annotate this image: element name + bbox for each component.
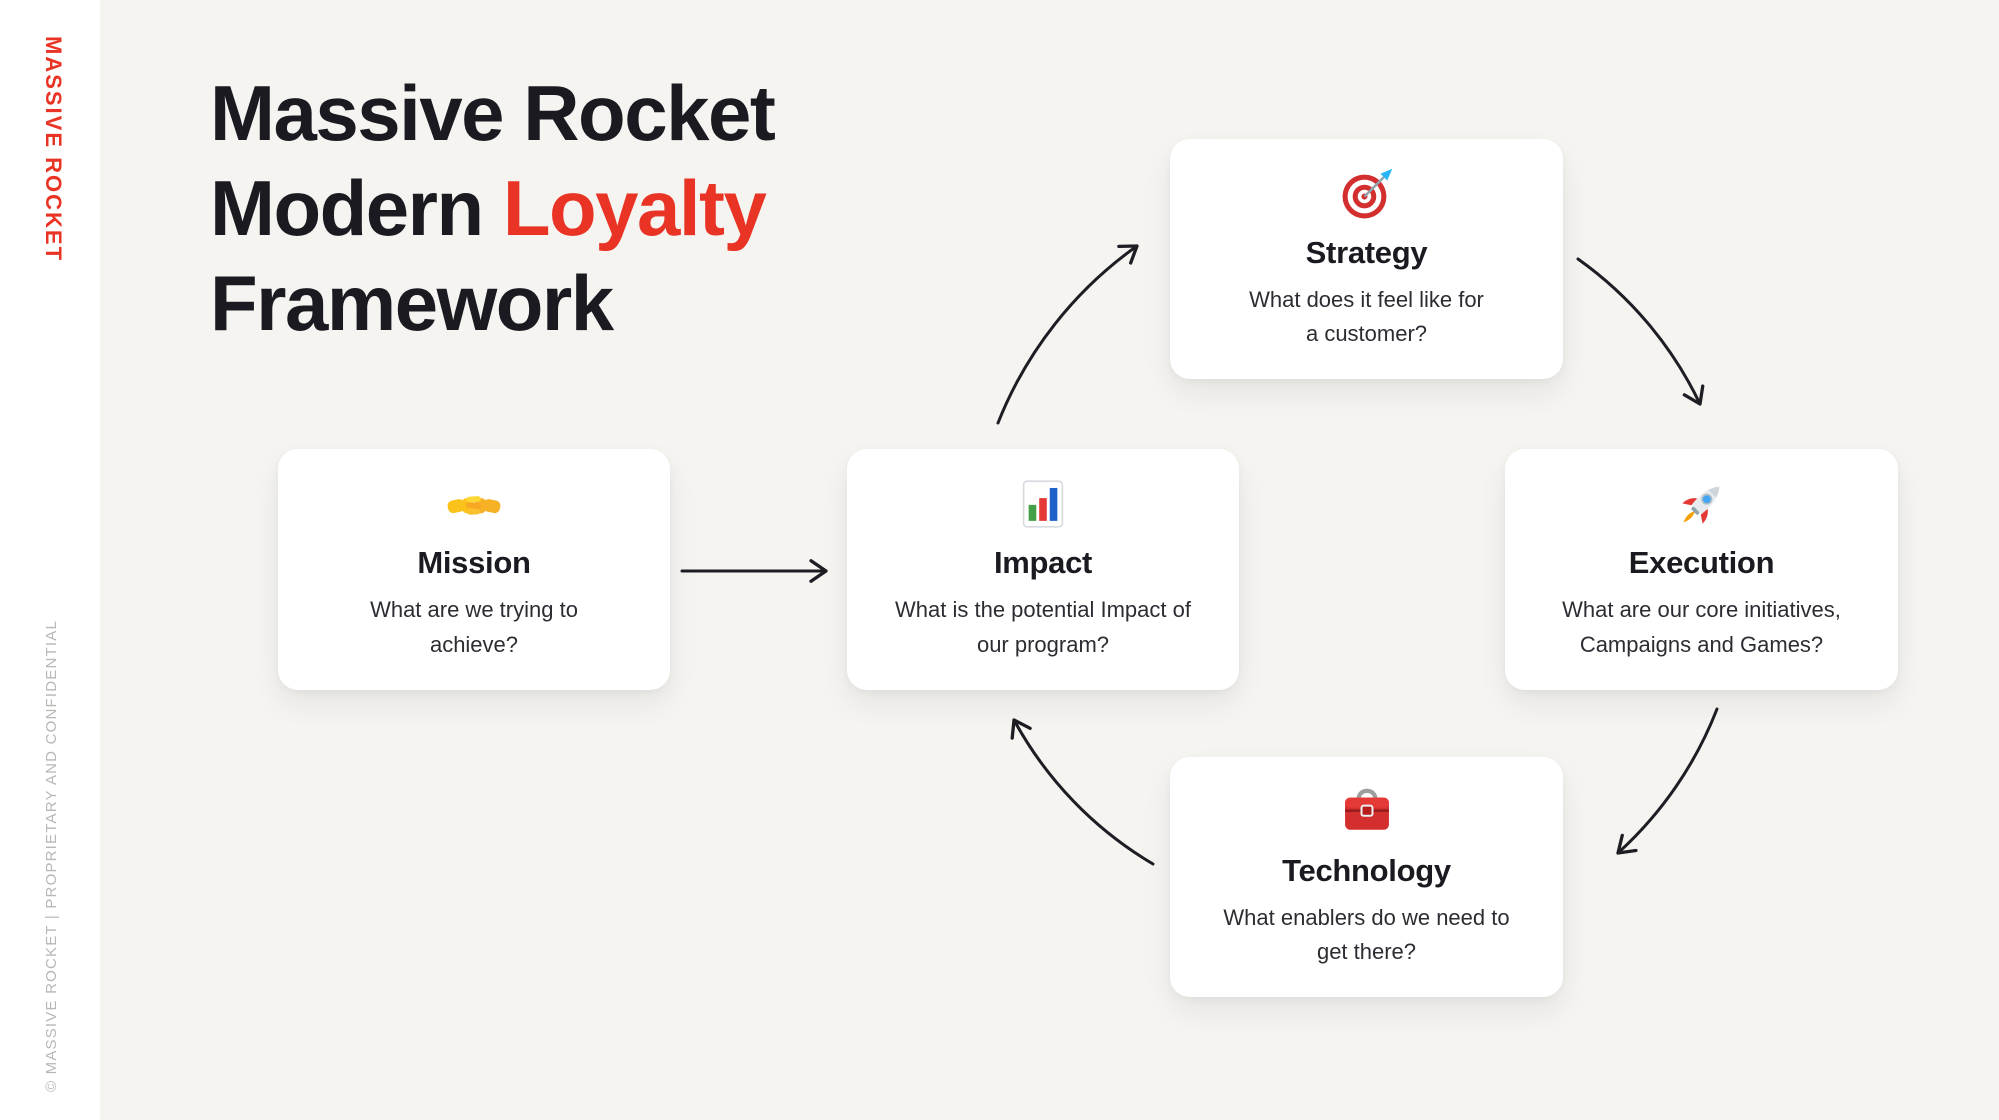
- card-impact: Impact What is the potential Impact of o…: [847, 449, 1239, 690]
- bar-chart-icon: [1016, 477, 1070, 531]
- page-title: Massive Rocket Modern Loyalty Framework: [210, 66, 776, 351]
- card-execution-description: What are our core initiatives, Campaigns…: [1562, 597, 1841, 657]
- card-strategy-description: What does it feel like for a customer?: [1249, 286, 1484, 346]
- arrow-impact-to-strategy: [996, 244, 1139, 425]
- left-sidebar: MASSIVE ROCKET © MASSIVE ROCKET | PROPRI…: [0, 0, 100, 1120]
- title-line2-highlight: Loyalty: [502, 164, 767, 253]
- card-mission-title: Mission: [417, 545, 531, 581]
- card-technology-description: What enablers do we need to get there?: [1223, 904, 1510, 964]
- toolbox-icon: [1340, 785, 1394, 839]
- card-execution: Execution What are our core initiatives,…: [1505, 449, 1898, 690]
- target-icon: [1340, 167, 1394, 221]
- card-strategy: Strategy What does it feel like for a cu…: [1170, 139, 1563, 379]
- card-impact-title: Impact: [993, 545, 1093, 581]
- title-line3: Framework: [210, 259, 614, 348]
- card-strategy-title: Strategy: [1305, 234, 1428, 270]
- arrow-strategy-to-execution: [1576, 257, 1705, 406]
- card-execution-title: Execution: [1628, 545, 1775, 581]
- title-line2: Modern Loyalty: [210, 161, 774, 256]
- rocket-icon: [1675, 477, 1729, 531]
- arrow-execution-to-technology: [1616, 707, 1719, 855]
- card-mission: Mission What are we trying to achieve?: [278, 449, 670, 690]
- card-technology-title: Technology: [1282, 852, 1451, 888]
- title-line2-prefix: Modern: [210, 164, 503, 253]
- title-line1: Massive Rocket: [210, 69, 776, 157]
- handshake-icon: [447, 477, 501, 531]
- card-mission-description: What are we trying to achieve?: [370, 597, 578, 657]
- card-technology: Technology What enablers do we need to g…: [1170, 757, 1563, 997]
- card-impact-description: What is the potential Impact of our prog…: [895, 597, 1191, 657]
- arrow-technology-to-impact: [1010, 718, 1155, 866]
- brand-wordmark: MASSIVE ROCKET: [41, 36, 66, 263]
- copyright-notice: © MASSIVE ROCKET | PROPRIETARY AND CONFI…: [43, 620, 60, 1092]
